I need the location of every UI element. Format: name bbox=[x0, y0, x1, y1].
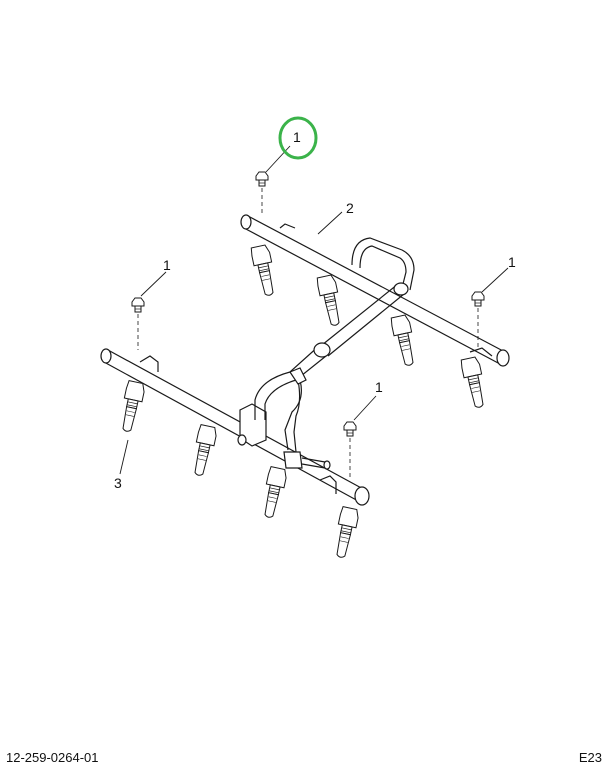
bolt-bottom bbox=[343, 421, 357, 480]
highlight-circle bbox=[278, 116, 318, 160]
callout-1-top: 1 bbox=[293, 129, 301, 145]
injector-rear-4 bbox=[459, 355, 489, 410]
injector-rear-3 bbox=[389, 313, 419, 368]
document-number: 12-259-0264-01 bbox=[6, 750, 99, 765]
injector-front-4 bbox=[331, 505, 361, 560]
page-code: E23 bbox=[578, 750, 602, 765]
injector-front-3 bbox=[259, 465, 289, 520]
bolt-top bbox=[255, 171, 269, 214]
callout-1-bottom: 1 bbox=[375, 379, 383, 395]
callout-3: 3 bbox=[114, 475, 122, 491]
callout-1-right: 1 bbox=[508, 254, 516, 270]
injector-rear-1 bbox=[249, 243, 279, 298]
crossover-tube bbox=[254, 237, 415, 470]
leader-lines bbox=[119, 145, 509, 475]
rear-fuel-rail bbox=[240, 214, 510, 367]
callout-2: 2 bbox=[346, 200, 354, 216]
injector-rear-2 bbox=[315, 273, 345, 328]
bolt-right bbox=[471, 291, 485, 350]
injector-front-1 bbox=[117, 379, 147, 434]
callout-1-left: 1 bbox=[163, 257, 171, 273]
bolt-left bbox=[131, 297, 145, 350]
front-fuel-rail bbox=[100, 348, 370, 506]
injector-front-2 bbox=[189, 423, 219, 478]
